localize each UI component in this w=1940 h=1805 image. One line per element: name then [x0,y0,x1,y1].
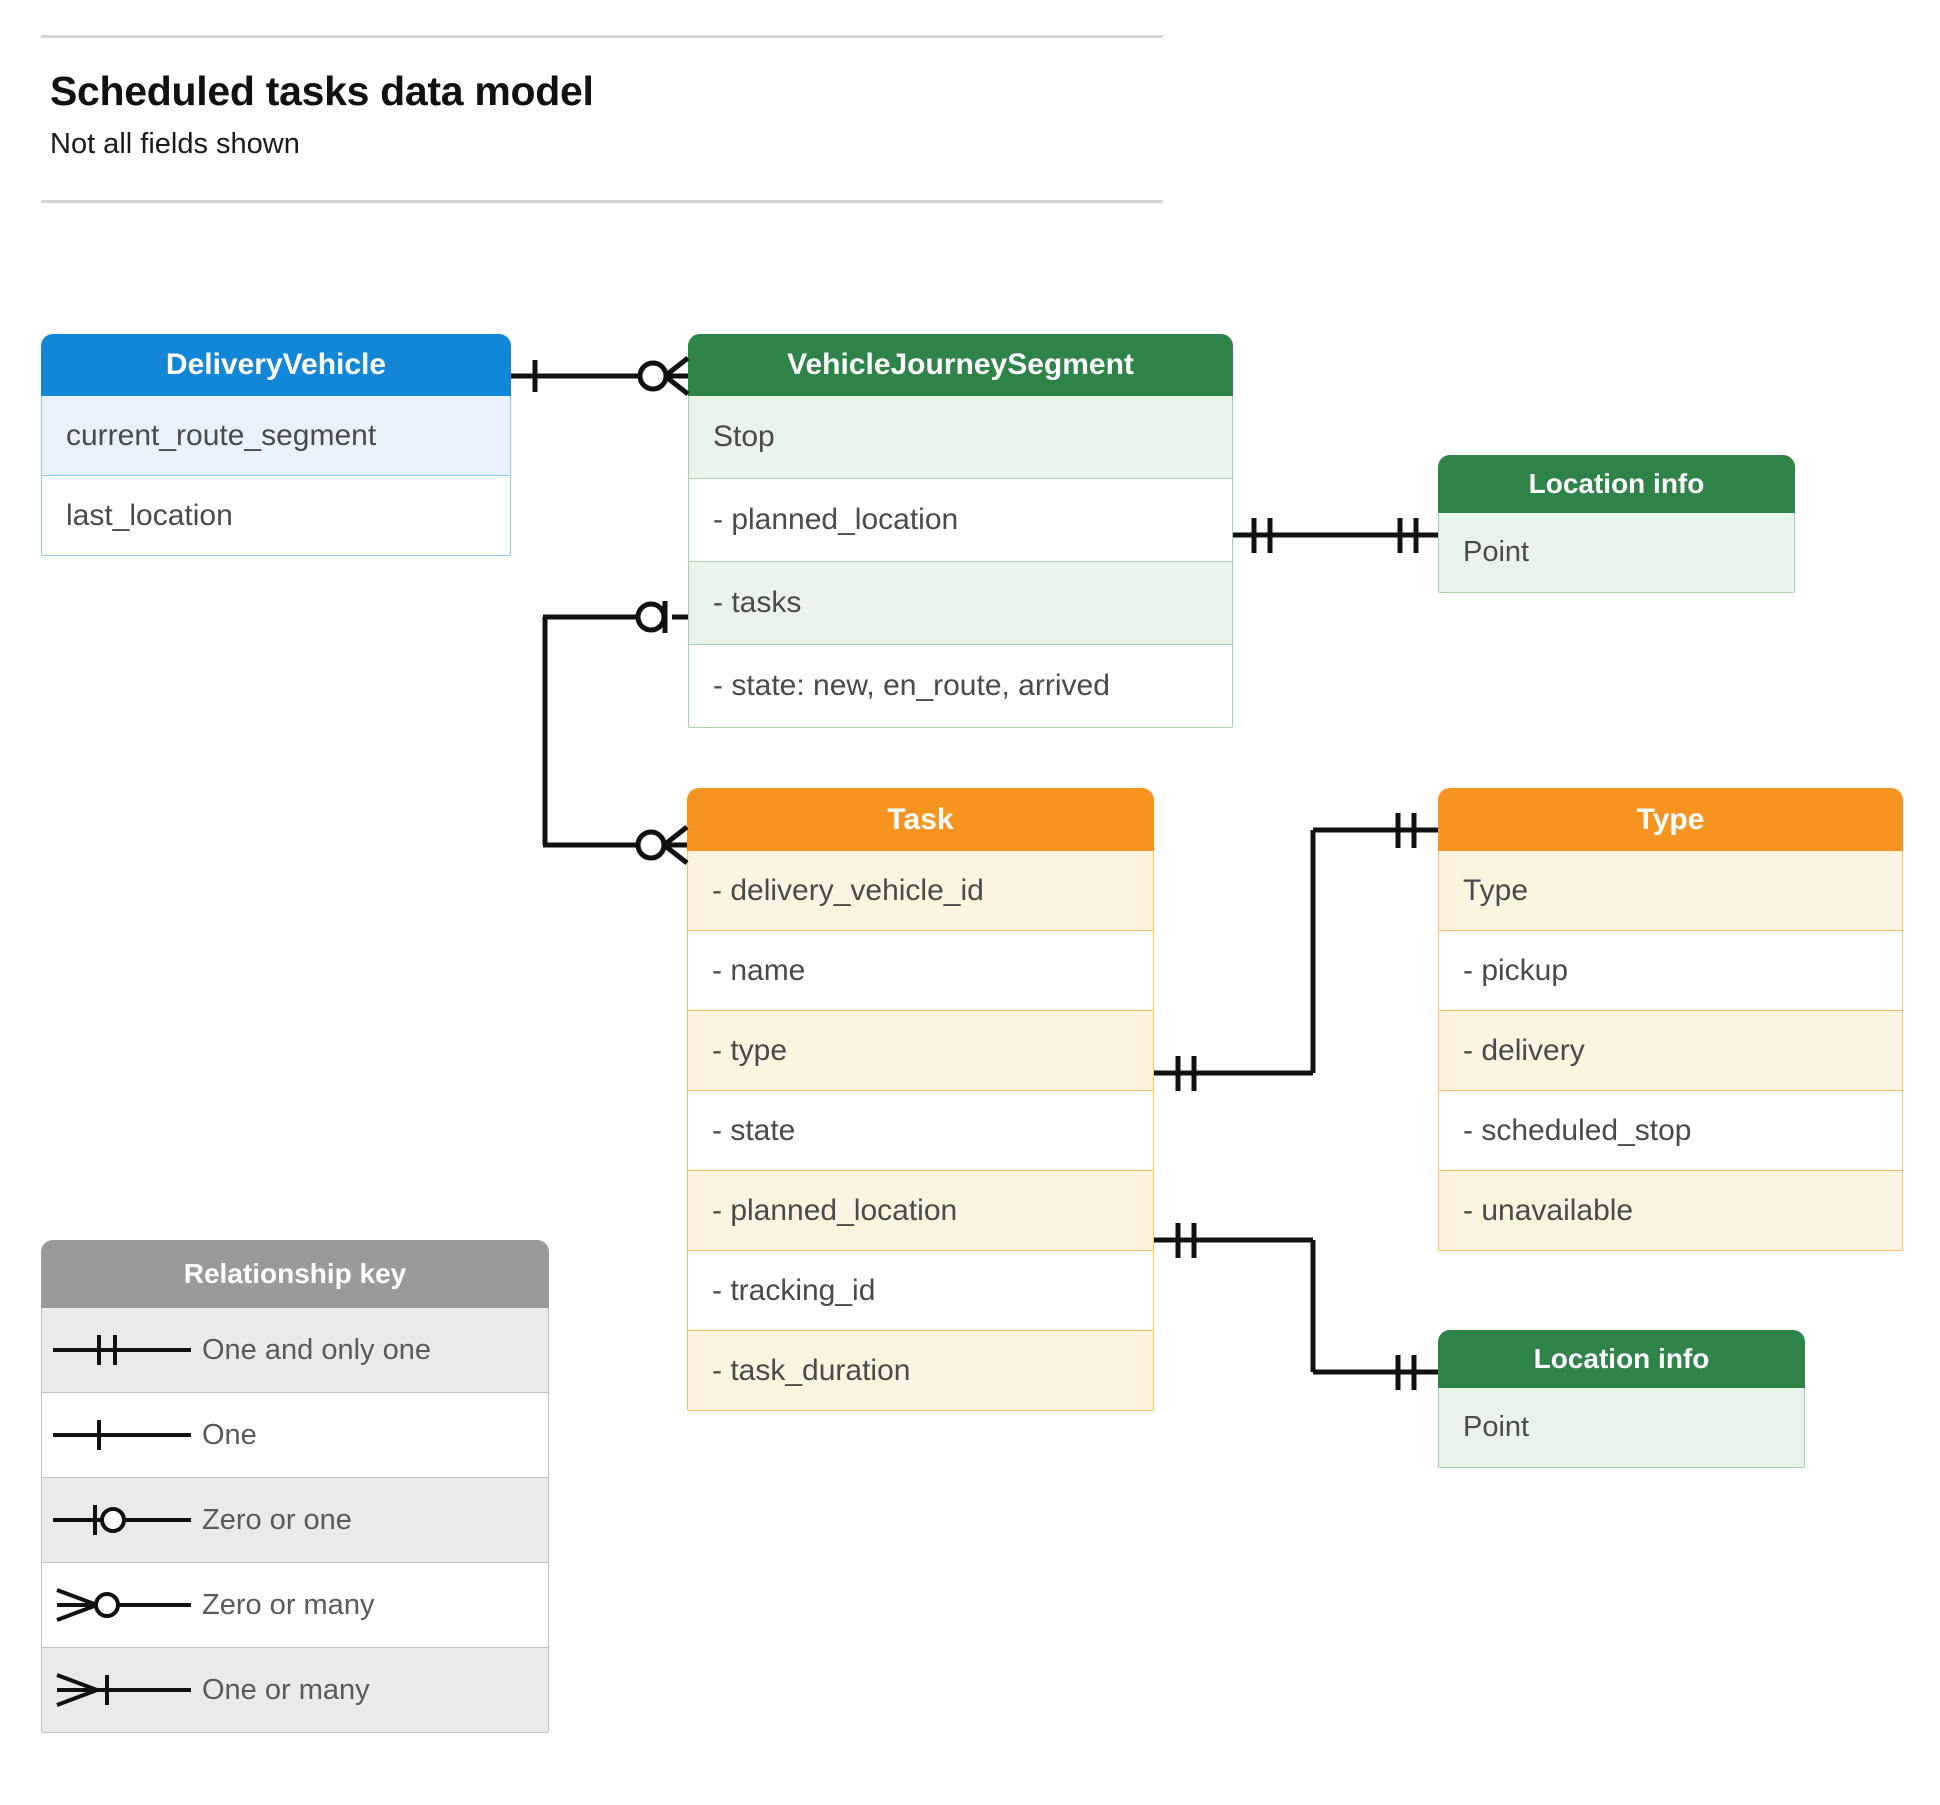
entity-row: last_location [41,476,511,556]
entity-row: - planned_location [688,479,1233,562]
entity-header-location-info-bottom: Location info [1438,1330,1805,1388]
entity-header-vehicle-journey-segment: VehicleJourneySegment [688,334,1233,396]
entity-header-task: Task [687,788,1154,851]
entity-row: Stop [688,396,1233,479]
entity-row: - tasks [688,562,1233,645]
legend-relationship-key: Relationship key One and only one One [41,1240,549,1733]
entity-location-info-top[interactable]: Location info Point [1438,455,1795,593]
connector-delivery-vehicle-to-journey-segment [511,356,690,396]
legend-item-label: Zero or many [202,1588,375,1621]
entity-delivery-vehicle[interactable]: DeliveryVehicle current_route_segment la… [41,334,511,556]
entity-row: - scheduled_stop [1438,1091,1903,1171]
zero-or-one-icon [42,1500,202,1540]
header-divider-bottom [41,200,1163,203]
legend-header: Relationship key [41,1240,549,1308]
entity-row: - state [687,1091,1154,1171]
entity-header-location-info-top: Location info [1438,455,1795,513]
zero-or-many-icon [42,1585,202,1625]
entity-row: - state: new, en_route, arrived [688,645,1233,728]
header-divider-top [41,35,1163,38]
legend-item: Zero or many [41,1563,549,1648]
connector-journey-segment-tasks-to-task [542,601,689,865]
legend-item: One or many [41,1648,549,1733]
page-title: Scheduled tasks data model [50,68,594,114]
entity-row: - unavailable [1438,1171,1903,1251]
entity-row: - delivery [1438,1011,1903,1091]
legend-item-label: One [202,1418,257,1451]
entity-row: Point [1438,1388,1805,1468]
entity-row: - planned_location [687,1171,1154,1251]
legend-item: One and only one [41,1308,549,1393]
entity-task[interactable]: Task - delivery_vehicle_id - name - type… [687,788,1154,1411]
legend-item: One [41,1393,549,1478]
entity-row: Type [1438,851,1903,931]
entity-header-type: Type [1438,788,1903,851]
connector-journey-segment-to-location-info-top [1233,518,1438,553]
entity-type[interactable]: Type Type - pickup - delivery - schedule… [1438,788,1903,1251]
one-and-only-one-icon [42,1330,202,1370]
entity-vehicle-journey-segment[interactable]: VehicleJourneySegment Stop - planned_loc… [688,334,1233,728]
legend-item-label: Zero or one [202,1503,352,1536]
entity-row: - pickup [1438,931,1903,1011]
legend-item: Zero or one [41,1478,549,1563]
entity-header-delivery-vehicle: DeliveryVehicle [41,334,511,396]
entity-row: - delivery_vehicle_id [687,851,1154,931]
legend-item-label: One and only one [202,1333,431,1366]
entity-row: - tracking_id [687,1251,1154,1331]
entity-row: - name [687,931,1154,1011]
entity-location-info-bottom[interactable]: Location info Point [1438,1330,1805,1468]
connector-task-planned-location-to-location-info-bottom [1154,1223,1438,1390]
page-subtitle: Not all fields shown [50,128,300,160]
entity-row: Point [1438,513,1795,593]
legend-item-label: One or many [202,1673,370,1706]
connector-task-type-to-type [1154,813,1438,1091]
one-icon [42,1415,202,1455]
entity-row: current_route_segment [41,396,511,476]
one-or-many-icon [42,1670,202,1710]
entity-row: - type [687,1011,1154,1091]
entity-row: - task_duration [687,1331,1154,1411]
